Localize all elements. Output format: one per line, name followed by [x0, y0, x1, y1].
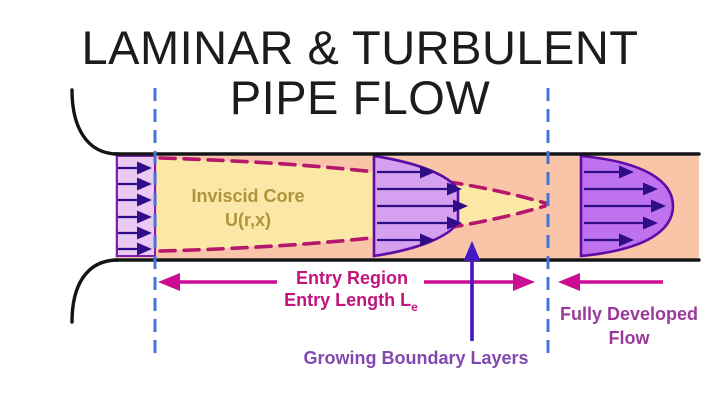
entry-length-subscript: e: [411, 300, 418, 314]
diagram-title-line1: LAMINAR & TURBULENT: [81, 21, 638, 74]
bellmouth-bottom-curve: [70, 258, 120, 324]
developing-velocity-profile: [372, 154, 468, 258]
fully-developed-velocity-profile: [579, 154, 675, 258]
inviscid-core-label: Inviscid Core: [191, 186, 304, 206]
inlet-uniform-velocity-profile: [116, 155, 156, 257]
inlet-profile-body: [116, 155, 156, 257]
entry-region-label: Entry Region: [296, 268, 408, 288]
inviscid-core-equation-label: U(r,x): [225, 210, 271, 230]
entry-length-label: Entry Length Le: [284, 290, 418, 314]
inviscid-core-region: [157, 158, 546, 251]
diagram-title-line2: PIPE FLOW: [230, 71, 491, 124]
fully-developed-label-line2: Flow: [609, 328, 651, 348]
fully-developed-label-line1: Fully Developed: [560, 304, 698, 324]
bellmouth-top-curve: [70, 88, 120, 156]
entry-length-label-prefix: Entry Length L: [284, 290, 411, 310]
growing-boundary-layers-label: Growing Boundary Layers: [303, 348, 528, 368]
